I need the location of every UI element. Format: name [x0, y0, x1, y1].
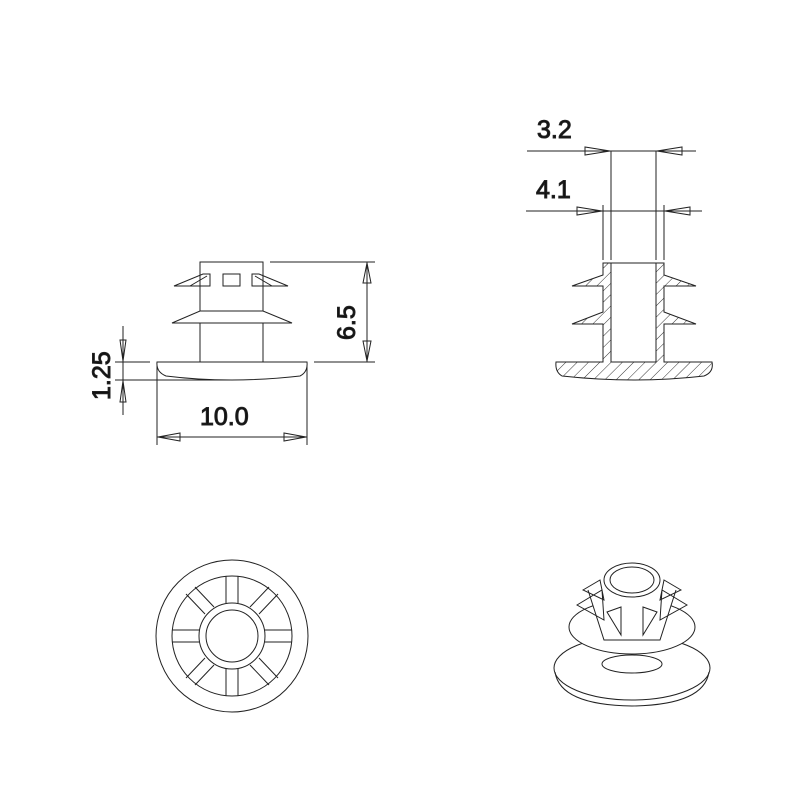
flange-thickness-label: 1.25: [88, 351, 116, 400]
top-view: [155, 559, 309, 713]
outer-diameter-label: 4.1: [536, 176, 571, 204]
flange-diameter-label: 10.0: [200, 403, 249, 431]
isometric-view: [553, 562, 711, 707]
height-dimension-label: 6.5: [333, 305, 361, 340]
inner-diameter-label: 3.2: [537, 116, 572, 144]
front-view: 6.5 10.0 1.25: [88, 261, 375, 445]
section-view: 3.2 4.1: [526, 116, 713, 381]
